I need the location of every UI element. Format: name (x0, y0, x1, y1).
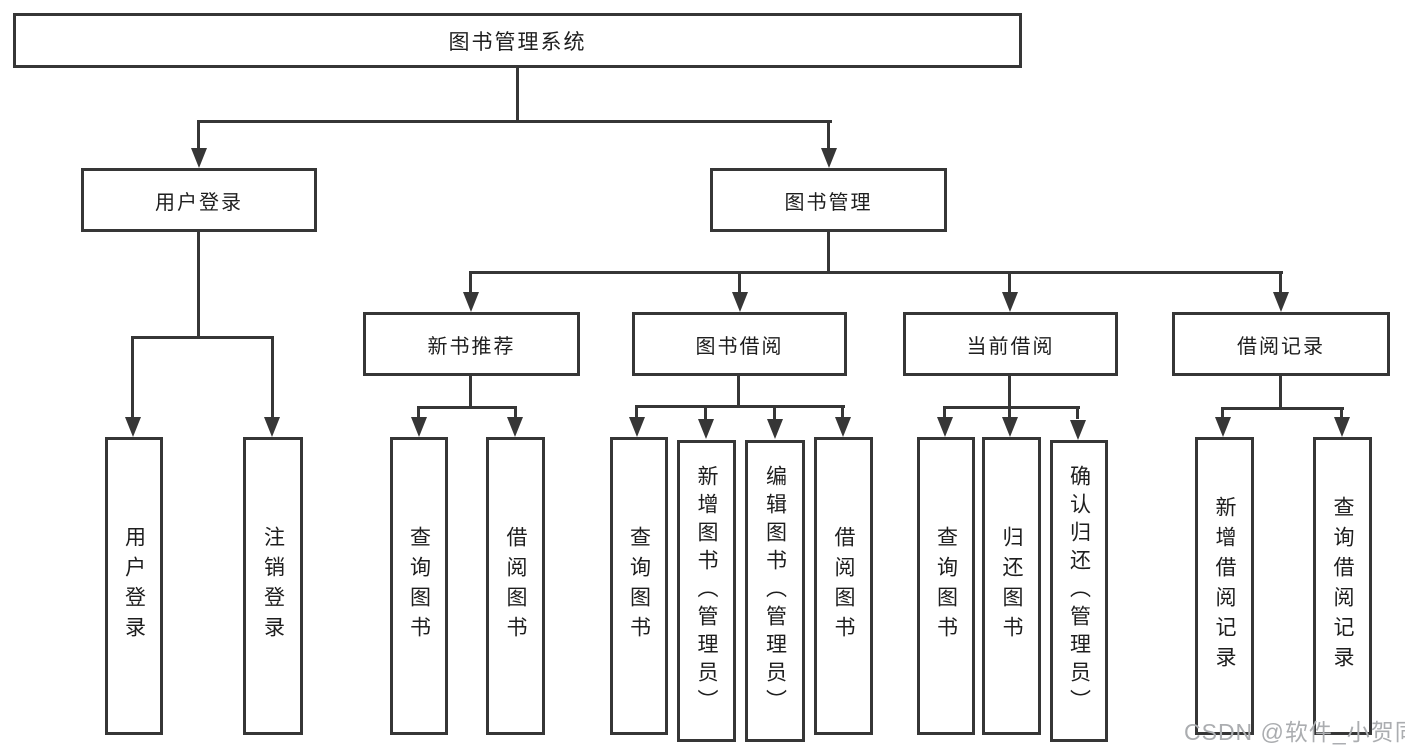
connector-book-mgmt-drop (827, 232, 830, 271)
connector-user-login-horizontal (132, 336, 274, 339)
leaf-records-add-label: 新增借阅记录 (1213, 496, 1236, 676)
leaf-current-query-label: 查询图书 (934, 526, 958, 646)
arrowhead-user-login (191, 148, 207, 168)
node-new-books-label: 新书推荐 (427, 335, 516, 358)
arrowhead-rc-add (1215, 417, 1231, 437)
node-user-login-label: 用户登录 (155, 191, 243, 214)
node-book-mgmt: 图书管理 (710, 168, 947, 232)
leaf-records-query-label: 查询借阅记录 (1331, 496, 1354, 676)
connector-level1-horizontal (198, 120, 832, 123)
node-records: 借阅记录 (1172, 312, 1390, 376)
connector-new-books-drop (469, 376, 472, 406)
arrowhead-bw-add (698, 419, 714, 439)
connector-records-drop (1279, 376, 1282, 407)
connector-drop-bw-add (704, 405, 707, 419)
connector-drop-rc-add (1221, 407, 1224, 419)
arrowhead-cu-return (1002, 417, 1018, 437)
arrowhead-cu-confirm (1070, 420, 1086, 440)
node-user-login: 用户登录 (81, 168, 317, 232)
leaf-borrow-borrow-label: 借阅图书 (832, 526, 855, 646)
connector-drop-leaf-login (131, 336, 134, 420)
arrowhead-bw-query (629, 417, 645, 437)
leaf-logout: 注销登录 (243, 437, 303, 735)
connector-drop-bw-borrow (841, 405, 844, 419)
node-new-books: 新书推荐 (363, 312, 580, 376)
arrowhead-current (1002, 292, 1018, 312)
node-current-label: 当前借阅 (966, 335, 1055, 358)
leaf-records-query: 查询借阅记录 (1313, 437, 1372, 735)
connector-drop-borrowing (738, 271, 741, 294)
arrowhead-book-mgmt (821, 148, 837, 168)
leaf-newbooks-borrow: 借阅图书 (486, 437, 545, 735)
arrowhead-nb-query (411, 417, 427, 437)
leaf-newbooks-query-label: 查询图书 (407, 526, 431, 646)
connector-user-login-drop (197, 232, 200, 336)
connector-drop-current (1008, 271, 1011, 294)
node-current: 当前借阅 (903, 312, 1118, 376)
leaf-borrow-add-admin: 新增图书（管理员） (677, 440, 736, 742)
connector-drop-records (1279, 271, 1282, 294)
leaf-borrow-edit-admin: 编辑图书（管理员） (745, 440, 805, 742)
leaf-current-query: 查询图书 (917, 437, 975, 735)
leaf-current-confirm-admin-label: 确认归还（管理员） (1067, 465, 1091, 717)
connector-drop-bw-query (635, 405, 638, 419)
arrowhead-bw-edit (767, 419, 783, 439)
leaf-current-return: 归还图书 (982, 437, 1041, 735)
connector-drop-new-books (469, 271, 472, 294)
arrowhead-rc-query (1334, 417, 1350, 437)
leaf-user-login-label: 用户登录 (122, 526, 146, 646)
connector-borrowing-drop (737, 376, 740, 405)
connector-drop-book-mgmt (827, 120, 830, 152)
arrowhead-new-books (463, 292, 479, 312)
connector-drop-cu-confirm (1076, 406, 1079, 419)
arrowhead-records (1273, 292, 1289, 312)
leaf-borrow-add-admin-label: 新增图书（管理员） (695, 465, 718, 717)
arrowhead-cu-query (937, 417, 953, 437)
leaf-user-login: 用户登录 (105, 437, 163, 735)
connector-borrowing-horizontal (636, 405, 845, 408)
node-library-system-label: 图书管理系统 (448, 30, 587, 54)
leaf-logout-label: 注销登录 (261, 526, 285, 646)
node-book-mgmt-label: 图书管理 (784, 191, 873, 214)
connector-level2-horizontal (470, 271, 1283, 274)
connector-current-horizontal (944, 406, 1080, 409)
connector-drop-nb-query (417, 406, 420, 419)
connector-root-drop (516, 68, 519, 120)
node-records-label: 借阅记录 (1237, 335, 1325, 358)
connector-drop-nb-borrow (514, 406, 517, 419)
leaf-current-confirm-admin: 确认归还（管理员） (1050, 440, 1108, 742)
node-borrowing: 图书借阅 (632, 312, 847, 376)
connector-records-horizontal (1222, 407, 1344, 410)
watermark: CSDN @软件_小贺同学 (1184, 719, 1405, 745)
leaf-records-add: 新增借阅记录 (1195, 437, 1254, 735)
leaf-newbooks-query: 查询图书 (390, 437, 448, 735)
arrowhead-nb-borrow (507, 417, 523, 437)
leaf-borrow-query-label: 查询图书 (627, 526, 651, 646)
connector-drop-rc-query (1340, 407, 1343, 419)
arrowhead-leaf-login (125, 417, 141, 437)
connector-drop-cu-return (1008, 406, 1011, 419)
connector-new-books-horizontal (418, 406, 517, 409)
connector-drop-user-login (197, 120, 200, 152)
leaf-borrow-borrow: 借阅图书 (814, 437, 873, 735)
arrowhead-bw-borrow (835, 417, 851, 437)
arrowhead-borrowing (732, 292, 748, 312)
connector-current-drop (1008, 376, 1011, 406)
connector-drop-bw-edit (773, 405, 776, 419)
node-borrowing-label: 图书借阅 (695, 335, 784, 358)
connector-drop-cu-query (943, 406, 946, 419)
leaf-newbooks-borrow-label: 借阅图书 (504, 526, 527, 646)
node-library-system: 图书管理系统 (13, 13, 1022, 68)
connector-drop-leaf-logout (271, 336, 274, 420)
arrowhead-leaf-logout (264, 417, 280, 437)
leaf-borrow-query: 查询图书 (610, 437, 668, 735)
leaf-borrow-edit-admin-label: 编辑图书（管理员） (763, 465, 787, 717)
leaf-current-return-label: 归还图书 (1000, 526, 1023, 646)
